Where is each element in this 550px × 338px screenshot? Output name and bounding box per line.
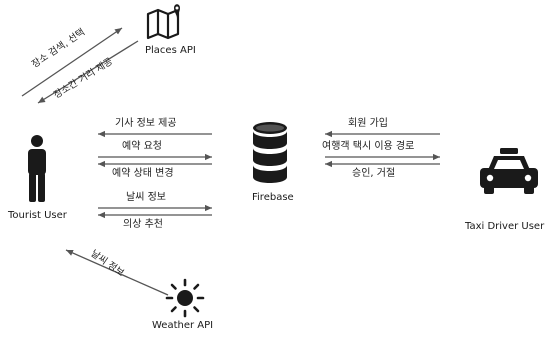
edge-label-reservation-status: 예약 상태 변경: [112, 168, 174, 179]
arrow-weather-api: [65, 249, 169, 296]
node-label-firebase: Firebase: [252, 192, 294, 203]
arrow-places-search: [21, 27, 123, 97]
edge-label-reservation-request: 예약 요청: [122, 141, 162, 152]
edge-label-clothing-recommend: 의상 추천: [123, 219, 163, 230]
node-label-tourist-user: Tourist User: [8, 210, 67, 221]
edge-label-taxi-route: 여행객 택시 이용 경로: [322, 141, 415, 152]
person-icon: [28, 135, 46, 202]
node-label-taxi-driver: Taxi Driver User: [465, 221, 545, 232]
database-icon: [253, 122, 287, 183]
node-label-places-api: Places API: [145, 45, 196, 56]
edge-label-driver-info: 기사 정보 제공: [115, 118, 177, 129]
node-label-weather-api: Weather API: [152, 320, 214, 331]
arrow-places-distance: [37, 40, 139, 104]
map-icon: [146, 4, 180, 40]
sun-icon: [165, 278, 205, 318]
taxi-icon: [480, 148, 538, 194]
edge-label-driver-signup: 회원 가입: [348, 118, 388, 129]
edge-label-approve-reject: 승인, 거절: [352, 168, 396, 179]
edge-label-weather-info: 날씨 정보: [126, 192, 166, 203]
